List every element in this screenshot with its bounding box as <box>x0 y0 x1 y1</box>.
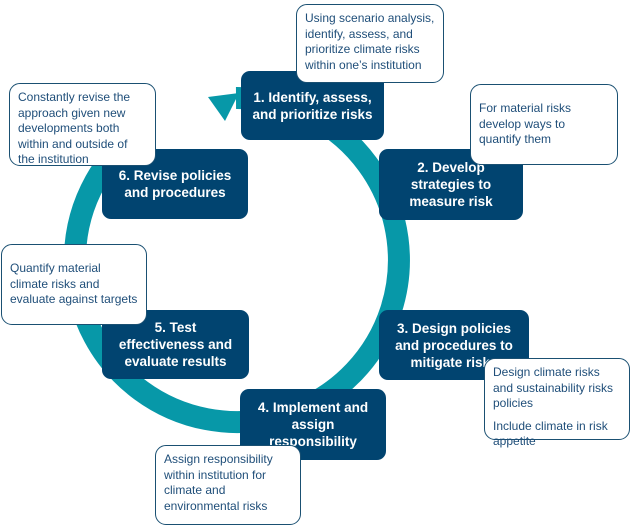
step-3-note: Design climate risks and sustainability … <box>484 358 630 448</box>
step-4-note-text: Assign responsibility within institution… <box>164 452 273 513</box>
step-1-note: Using scenario analysis, identify, asses… <box>296 4 444 83</box>
step-3-box: 3. Design policies and procedures to mit… <box>379 310 529 380</box>
step-2-note-text: For material risks develop ways to quant… <box>479 101 572 147</box>
step-5-note: Quantify material climate risks and eval… <box>1 244 147 325</box>
step-4-note: Assign responsibility within institution… <box>155 445 301 525</box>
cycle-arrowhead-icon <box>208 93 239 121</box>
step-6-box: 6. Revise policies and procedures <box>102 149 248 219</box>
step-3-note-text-2: Include climate in risk appetite <box>493 418 608 449</box>
step-2-note: For material risks develop ways to quant… <box>470 84 618 165</box>
step-2-box: 2. Develop strategies to measure risk <box>379 149 523 220</box>
step-6-note: Constantly revise the approach given new… <box>9 83 156 166</box>
step-6-label: 6. Revise policies and procedures <box>118 168 232 200</box>
step-4-label: 4. Implement and assign responsibility <box>257 400 369 449</box>
step-5-label: 5. Test effectiveness and evaluate resul… <box>118 320 233 369</box>
step-1-label: 1. Identify, assess, and prioritize risk… <box>252 89 373 122</box>
step-5-note-text: Quantify material climate risks and eval… <box>10 261 138 307</box>
step-3-label: 3. Design policies and procedures to mit… <box>395 320 513 370</box>
step-2-label: 2. Develop strategies to measure risk <box>409 160 493 209</box>
step-6-note-text: Constantly revise the approach given new… <box>18 90 131 166</box>
step-3-note-text-1: Design climate risks and sustainability … <box>493 365 614 410</box>
step-1-note-text: Using scenario analysis, identify, asses… <box>305 11 435 72</box>
